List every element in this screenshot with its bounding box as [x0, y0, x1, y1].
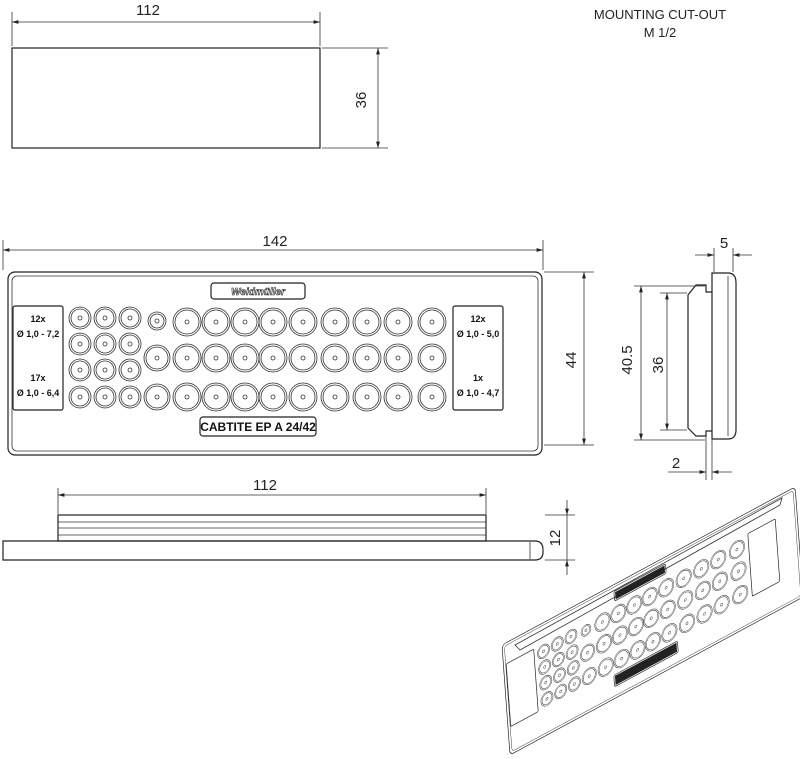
title-line-1: MOUNTING CUT-OUT — [594, 7, 726, 22]
side-view: 5 40.5 36 2 — [619, 235, 752, 480]
dim-overall-width: 142 — [262, 233, 287, 250]
bottom-view: 112 12 — [2, 477, 575, 575]
dim-side-thickness: 5 — [720, 235, 728, 252]
dim-cutout-height: 36 — [353, 92, 370, 109]
brand-logo: Weidmüller — [231, 287, 286, 298]
perspective-view — [501, 486, 800, 756]
right-range-2: Ø 1,0 - 4,7 — [457, 388, 500, 398]
dim-overall-height: 44 — [563, 352, 580, 369]
left-range-2: Ø 1,0 - 6,4 — [17, 388, 60, 398]
dim-side-inner-height: 36 — [650, 357, 667, 374]
left-count-2: 17x — [30, 373, 45, 383]
dim-bottom-body-width: 112 — [253, 477, 277, 494]
dim-cutout-width: 112 — [136, 2, 160, 19]
right-count-1: 12x — [470, 314, 485, 324]
dim-bottom-height: 12 — [547, 530, 564, 547]
right-count-2: 1x — [473, 373, 483, 383]
dim-side-flange: 2 — [672, 455, 680, 472]
left-count-1: 12x — [30, 314, 45, 324]
dim-side-outer-height: 40.5 — [619, 345, 636, 374]
product-label: CABTITE EP A 24/42 — [200, 420, 316, 434]
cutout-view: 112 36 — [11, 2, 388, 149]
right-range-1: Ø 1,0 - 5,0 — [457, 329, 500, 339]
left-range-1: Ø 1,0 - 7,2 — [17, 329, 60, 339]
title-line-2: M 1/2 — [644, 25, 677, 40]
front-view: 142 44 Weidmüller CABTITE EP A 24/42 12x… — [2, 233, 594, 456]
